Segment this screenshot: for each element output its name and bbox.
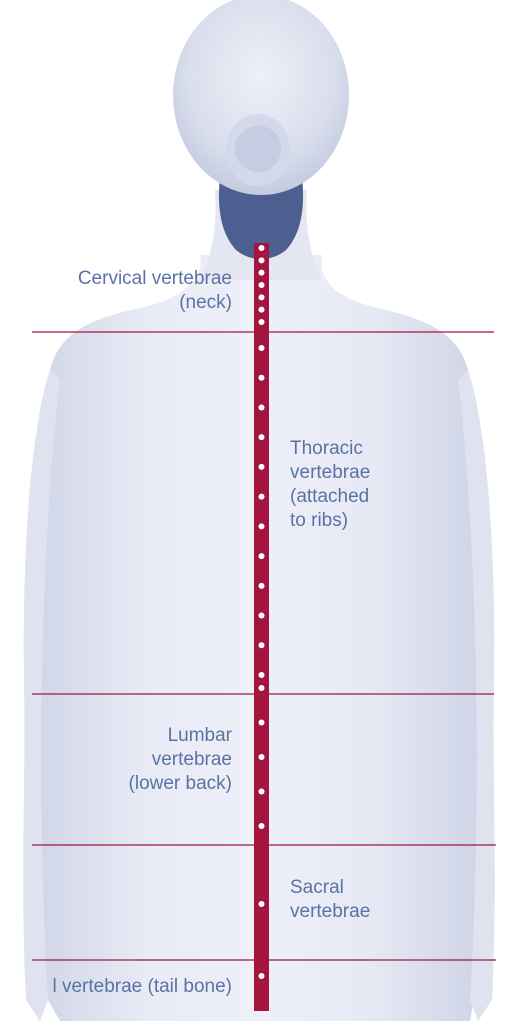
lumbar-vertebra-dot [259,685,265,691]
thoracic-vertebra-dot [259,523,265,529]
thoracic-label-line-1: Thoracic [290,437,370,461]
thoracic-vertebra-dot [259,583,265,589]
thoracic-vertebra-dot [259,672,265,678]
thoracic-vertebra-dot [259,375,265,381]
cervical-vertebra-dot [259,319,265,325]
thoracic-vertebra-dot [259,494,265,500]
thoracic-label: Thoracic vertebrae (attached to ribs) [290,437,370,533]
sacral-label-line-2: vertebrae [290,900,370,924]
thoracic-vertebra-dot [259,553,265,559]
cervical-vertebra-dot [259,307,265,313]
coccygeal-label: l vertebrae (tail bone) [52,975,232,999]
lumbar-label-line-1: Lumbar [129,724,232,748]
lumbar-label-line-3: (lower back) [129,772,232,796]
lumbar-vertebra-dot [259,789,265,795]
sacral-label-line-1: Sacral [290,876,370,900]
spine-bar [254,243,269,1011]
thoracic-label-line-2: vertebrae [290,461,370,485]
thoracic-label-line-3: (attached [290,485,370,509]
thoracic-vertebra-dot [259,345,265,351]
thoracic-vertebra-dot [259,613,265,619]
lumbar-vertebra-dot [259,720,265,726]
cervical-vertebra-dot [259,294,265,300]
coccygeal-label-line-1: l vertebrae (tail bone) [52,975,232,999]
cervical-vertebra-dot [259,270,265,276]
thoracic-vertebra-dot [259,434,265,440]
thoracic-vertebra-dot [259,464,265,470]
cervical-label: Cervical vertebrae (neck) [78,267,232,315]
lumbar-vertebra-dot [259,754,265,760]
thoracic-vertebra-dot [259,404,265,410]
cervical-label-line-2: (neck) [78,291,232,315]
sacral-label: Sacral vertebrae [290,876,370,924]
lumbar-label: Lumbar vertebrae (lower back) [129,724,232,796]
cervical-vertebra-dot [259,282,265,288]
cervical-vertebra-dot [259,245,265,251]
thoracic-label-line-4: to ribs) [290,509,370,533]
lumbar-label-line-2: vertebrae [129,748,232,772]
cervical-vertebra-dot [259,257,265,263]
thoracic-vertebra-dot [259,642,265,648]
lumbar-vertebra-dot [259,823,265,829]
sacral-vertebra-dot [259,901,265,907]
cervical-label-line-1: Cervical vertebrae [78,267,232,291]
coccygeal-vertebra-dot [259,973,265,979]
